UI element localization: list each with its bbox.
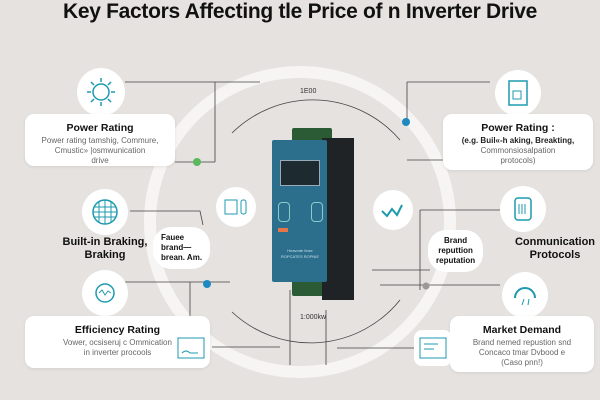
device-label-bottom: 1:000kw xyxy=(300,314,327,321)
cloud-text: reputtion xyxy=(438,246,473,255)
card-text: Vower, ocsiseruj c Ommication xyxy=(63,338,172,347)
grid-globe-icon xyxy=(82,189,128,235)
gauge-icon xyxy=(502,272,548,318)
card-text: Commonsiosalpation xyxy=(480,146,556,155)
panel-text: Heavode tlose xyxy=(287,248,313,253)
dot-blue xyxy=(402,118,410,126)
card-text: Brand nemed repustion snd xyxy=(472,338,572,347)
device-icon xyxy=(495,70,541,116)
card-text: protocols) xyxy=(500,156,536,165)
card-text: (Caso pnn!) xyxy=(501,358,543,367)
label-braking: Braking xyxy=(84,249,126,261)
outer-ring xyxy=(144,66,456,378)
card-power-rating-left: Power Rating Power rating tamshig, Commu… xyxy=(25,114,175,166)
card-title: Market Demand xyxy=(482,324,562,336)
device-label-top: 1E00 xyxy=(300,88,317,95)
dot-green xyxy=(193,158,201,166)
card-text: Concaco tmar Dvbood e xyxy=(478,348,566,357)
sun-icon xyxy=(77,68,125,116)
cloud-text: brean. Am. xyxy=(161,253,203,262)
label-built-in-braking: Built-in Braking, xyxy=(62,236,148,248)
document-card-icon xyxy=(414,330,452,366)
panel-text: ROPCATES ROPNIE xyxy=(280,254,320,259)
page-title: Key Factors Affecting tle Price of n Inv… xyxy=(62,0,538,23)
dot-blue xyxy=(203,280,211,288)
inverter-drive-image: Heavode tlose ROPCATES ROPNIE xyxy=(272,128,356,303)
card-text: Cmustic» |osmwunication xyxy=(54,146,146,155)
trend-icon xyxy=(373,190,413,230)
cloud-text: reputation xyxy=(436,256,476,265)
cloud-text: Fauee xyxy=(161,233,185,242)
card-text: in inverter procools xyxy=(83,348,152,357)
cloud-text: brand— xyxy=(161,243,192,252)
card-title: Power Rating xyxy=(66,122,134,134)
label-protocols: Protocols xyxy=(529,249,581,261)
dot-gray xyxy=(422,282,430,290)
gear-icon xyxy=(82,270,128,316)
card-title: Power Rating : xyxy=(481,122,555,134)
protocol-icon xyxy=(500,186,546,232)
card-text: Power rating tamshig, Commure, xyxy=(41,136,159,145)
card-text: drive xyxy=(91,156,109,165)
chart-card-icon xyxy=(172,330,210,366)
spreadsheet-icon xyxy=(216,187,256,227)
cloud-text: Brand xyxy=(443,236,468,245)
card-market-demand: Market Demand Brand nemed repustion snd … xyxy=(450,316,594,372)
card-title: Efficiency Rating xyxy=(74,324,161,336)
card-power-rating-right: Power Rating : (e.g. Buil«-h aking, Brea… xyxy=(443,114,593,170)
label-communication: Conmunication xyxy=(514,236,596,248)
card-text: (e.g. Buil«-h aking, Breakting, xyxy=(461,136,575,145)
